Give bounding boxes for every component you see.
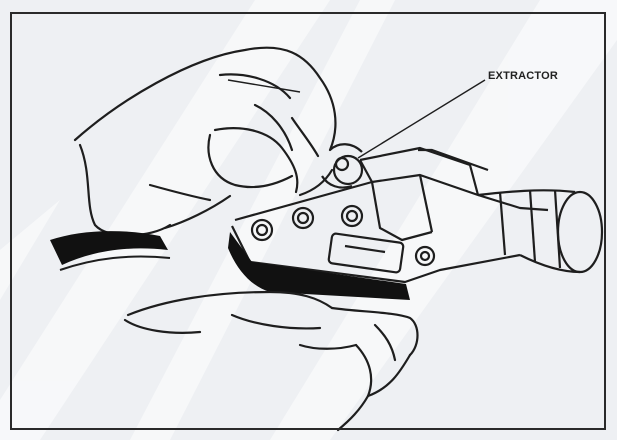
extractor-label: EXTRACTOR: [488, 70, 558, 82]
